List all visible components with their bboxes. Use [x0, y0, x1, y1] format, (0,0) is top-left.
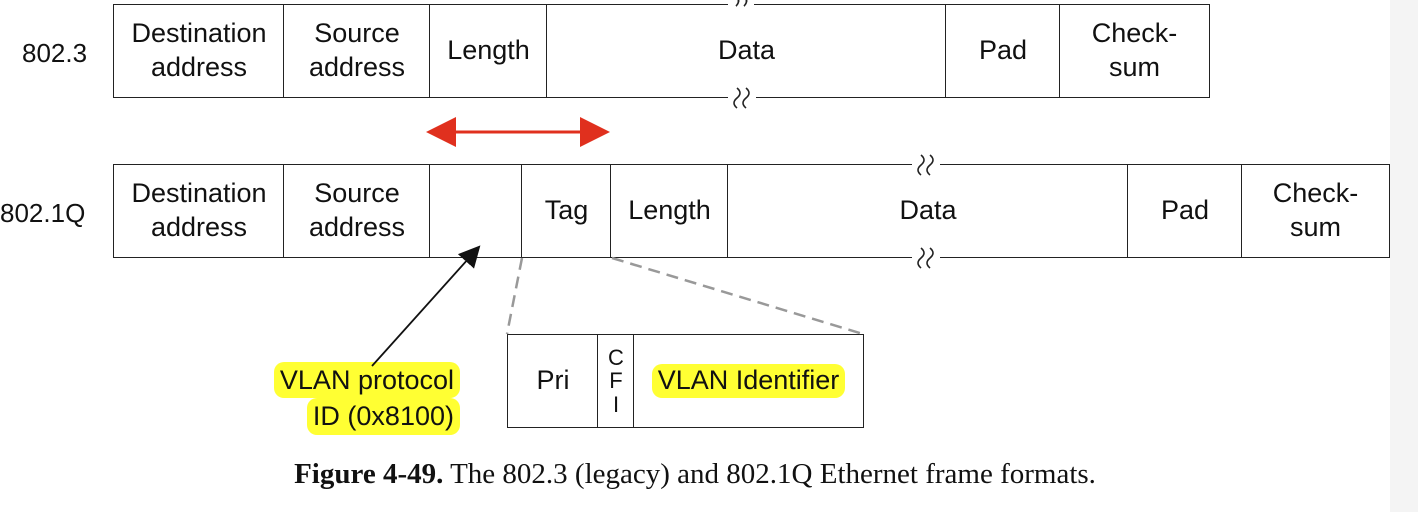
legacy-pad-field: Pad	[945, 4, 1061, 98]
tag-priority-field: Pri	[507, 334, 599, 428]
dot1q-data-field: Data	[727, 164, 1129, 258]
figure-caption: Figure 4-49. The 802.3 (legacy) and 802.…	[0, 458, 1390, 491]
vlan-protocol-highlight-line1: VLAN protocol	[273, 362, 460, 399]
tag-detail-leader-left	[505, 257, 524, 335]
dot1q-pad-field: Pad	[1127, 164, 1243, 258]
legacy-data-field: Data	[546, 4, 947, 98]
vlan-identifier-highlight: VLAN Identifier	[651, 364, 846, 398]
dot1q-checksum-field: Check-sum	[1241, 164, 1390, 258]
dot1q-data-break-top	[912, 154, 940, 176]
legacy-data-break-bottom	[728, 87, 756, 109]
dot1q-data-break-bottom	[912, 247, 940, 269]
tag-cfi-field: C F I	[597, 334, 635, 428]
vlan-protocol-id-annotation: VLAN protocol ID (0x8100)	[200, 362, 460, 435]
page-margin-strip	[1390, 0, 1418, 512]
legacy-checksum-field: Check-sum	[1059, 4, 1210, 98]
dot1q-frame-label: 802.1Q	[0, 198, 86, 228]
tag-vlan-identifier-field: VLAN Identifier	[633, 334, 864, 428]
legacy-data-break-top	[728, 0, 754, 7]
figure-number: Figure 4-49.	[294, 458, 444, 490]
vlan-protocol-pointer-arrow	[371, 245, 481, 367]
vlan-protocol-highlight-line2: ID (0x8100)	[306, 398, 460, 435]
legacy-length-field: Length	[429, 4, 548, 98]
figure-caption-text: The 802.3 (legacy) and 802.1Q Ethernet f…	[450, 458, 1096, 490]
tag-detail-leader-right	[611, 256, 864, 336]
legacy-frame-label: 802.3	[22, 38, 88, 68]
